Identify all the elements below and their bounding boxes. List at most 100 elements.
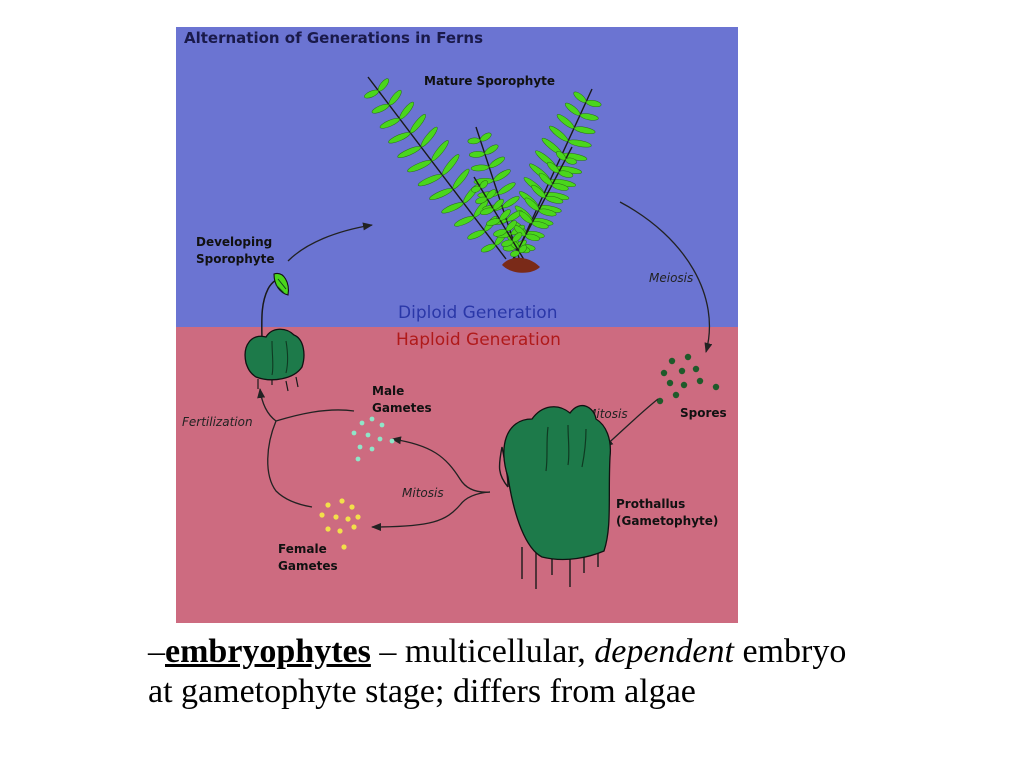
- meiosis-label: Meiosis: [649, 271, 693, 285]
- frond-leaflet: [388, 132, 411, 144]
- frond-leaflet: [547, 161, 560, 173]
- frond-leaflet: [564, 102, 581, 116]
- male-gamete-dot: [359, 420, 365, 426]
- frond-leaflet: [470, 164, 490, 172]
- female-gamete-dot: [351, 524, 357, 530]
- male-gametes-label-line1: Male: [372, 384, 404, 398]
- frond-leaflet: [524, 197, 539, 211]
- female-gamete-dot: [341, 544, 347, 550]
- frond-leaflet: [486, 218, 501, 226]
- frond-leaflet: [518, 211, 533, 224]
- frond-leaflet: [467, 137, 481, 145]
- developing-sporophyte-label-line2: Sporophyte: [196, 252, 274, 266]
- frond-leaflet: [489, 156, 505, 168]
- spore-dot: [666, 379, 674, 387]
- male-gamete-dot: [377, 436, 383, 442]
- frond-leaflet: [492, 198, 504, 210]
- frond-leaflet: [518, 244, 528, 254]
- frond-leaflet: [493, 169, 511, 182]
- spore-dot: [660, 369, 668, 377]
- spores-label: Spores: [680, 406, 727, 420]
- mitosis-spores-label: Mitosis: [586, 407, 628, 421]
- caption-separator: – multicellular,: [370, 633, 595, 670]
- frond-leaflet: [501, 239, 514, 247]
- spore-dot: [656, 397, 664, 405]
- diagram-title: Alternation of Generations in Ferns: [184, 29, 483, 47]
- sporophyte-rhizome: [502, 257, 540, 273]
- spore-dot: [684, 353, 692, 361]
- frond-leaflet: [379, 118, 400, 129]
- frond-leaflet: [574, 126, 596, 134]
- male-gamete-dot: [365, 432, 371, 438]
- frond-leaflet: [558, 170, 574, 178]
- frond-leaflet: [551, 183, 569, 191]
- male-gametes-label-line2: Gametes: [372, 401, 432, 415]
- female-gametes-label-line2: Gametes: [278, 559, 338, 573]
- mature-sporophyte-fern: [364, 76, 602, 264]
- frond-leaflet: [480, 207, 494, 216]
- frond-leaflet: [573, 91, 587, 103]
- fertilization-arrow: [260, 389, 355, 508]
- meiosis-arrow: [619, 201, 713, 353]
- frond-leaflet: [510, 250, 520, 258]
- frond-leaflet: [407, 160, 432, 173]
- frond-leaflet: [480, 132, 492, 142]
- prothallus-label-line1: Prothallus: [616, 497, 685, 511]
- frond-leaflet: [556, 114, 575, 129]
- frond-leaflet: [499, 209, 511, 221]
- growth-arrow-to-mature: [287, 222, 373, 262]
- frond-leaflet: [585, 99, 602, 108]
- frond-leaflet: [531, 184, 546, 199]
- frond-leaflet: [555, 151, 566, 161]
- caption-dash: –: [148, 633, 165, 670]
- female-gamete-dot: [319, 512, 325, 518]
- frond-leaflet: [388, 89, 402, 106]
- female-gamete-dot: [325, 502, 331, 508]
- male-gamete-dot: [351, 430, 357, 436]
- frond-leaflet: [480, 243, 496, 253]
- diploid-generation-label: Diploid Generation: [398, 303, 557, 323]
- female-gametes-label-line1: Female: [278, 542, 327, 556]
- frond-leaflet: [442, 154, 460, 176]
- frond-leaflet: [484, 144, 499, 155]
- frond-leaflet: [493, 229, 507, 237]
- fern-life-cycle-diagram: Alternation of Generations in Ferns Dipl…: [176, 27, 738, 623]
- frond-stem: [513, 88, 593, 260]
- frond-leaflet: [545, 195, 564, 204]
- frond-leaflet: [417, 174, 443, 187]
- spore-dot: [712, 383, 720, 391]
- frond-leaflet: [377, 78, 390, 92]
- spore-dot: [696, 377, 704, 385]
- frond-leaflet: [497, 182, 516, 195]
- spore-dot: [678, 367, 686, 375]
- frond-leaflet: [475, 196, 488, 204]
- frond-leaflet: [505, 220, 517, 232]
- male-gamete-dot: [357, 444, 363, 450]
- prothallus-gametophyte: [498, 404, 612, 589]
- frond-leaflet: [468, 151, 485, 158]
- frond-leaflet: [579, 113, 599, 121]
- frond-leaflet: [429, 188, 453, 200]
- prothallus-label-line2: (Gametophyte): [616, 514, 718, 528]
- developing-sporophyte: [244, 273, 305, 392]
- frond-leaflet: [549, 125, 569, 142]
- mitosis-gametes-label: Mitosis: [402, 486, 444, 500]
- male-gamete-dot: [369, 446, 375, 452]
- female-gamete-dot: [345, 516, 351, 522]
- frond-leaflet: [452, 168, 470, 190]
- spore-dot: [672, 391, 680, 399]
- spores-cluster: [656, 353, 720, 405]
- caption-rest: embryo at gametophyte stage; differs fro…: [148, 633, 847, 710]
- fertilization-label: Fertilization: [182, 415, 253, 429]
- mature-sporophyte-label: Mature Sporophyte: [424, 74, 555, 88]
- frond-leaflet: [531, 221, 549, 229]
- caption-term: embryophytes: [165, 633, 371, 670]
- mitosis-arrow-to-male: [391, 436, 491, 493]
- female-gamete-dot: [337, 528, 343, 534]
- frond-leaflet: [410, 114, 426, 134]
- frond-stem: [511, 146, 573, 262]
- frond-leaflet: [441, 202, 464, 214]
- frond-leaflet: [420, 126, 438, 148]
- mitosis-arrow-to-female: [371, 491, 491, 531]
